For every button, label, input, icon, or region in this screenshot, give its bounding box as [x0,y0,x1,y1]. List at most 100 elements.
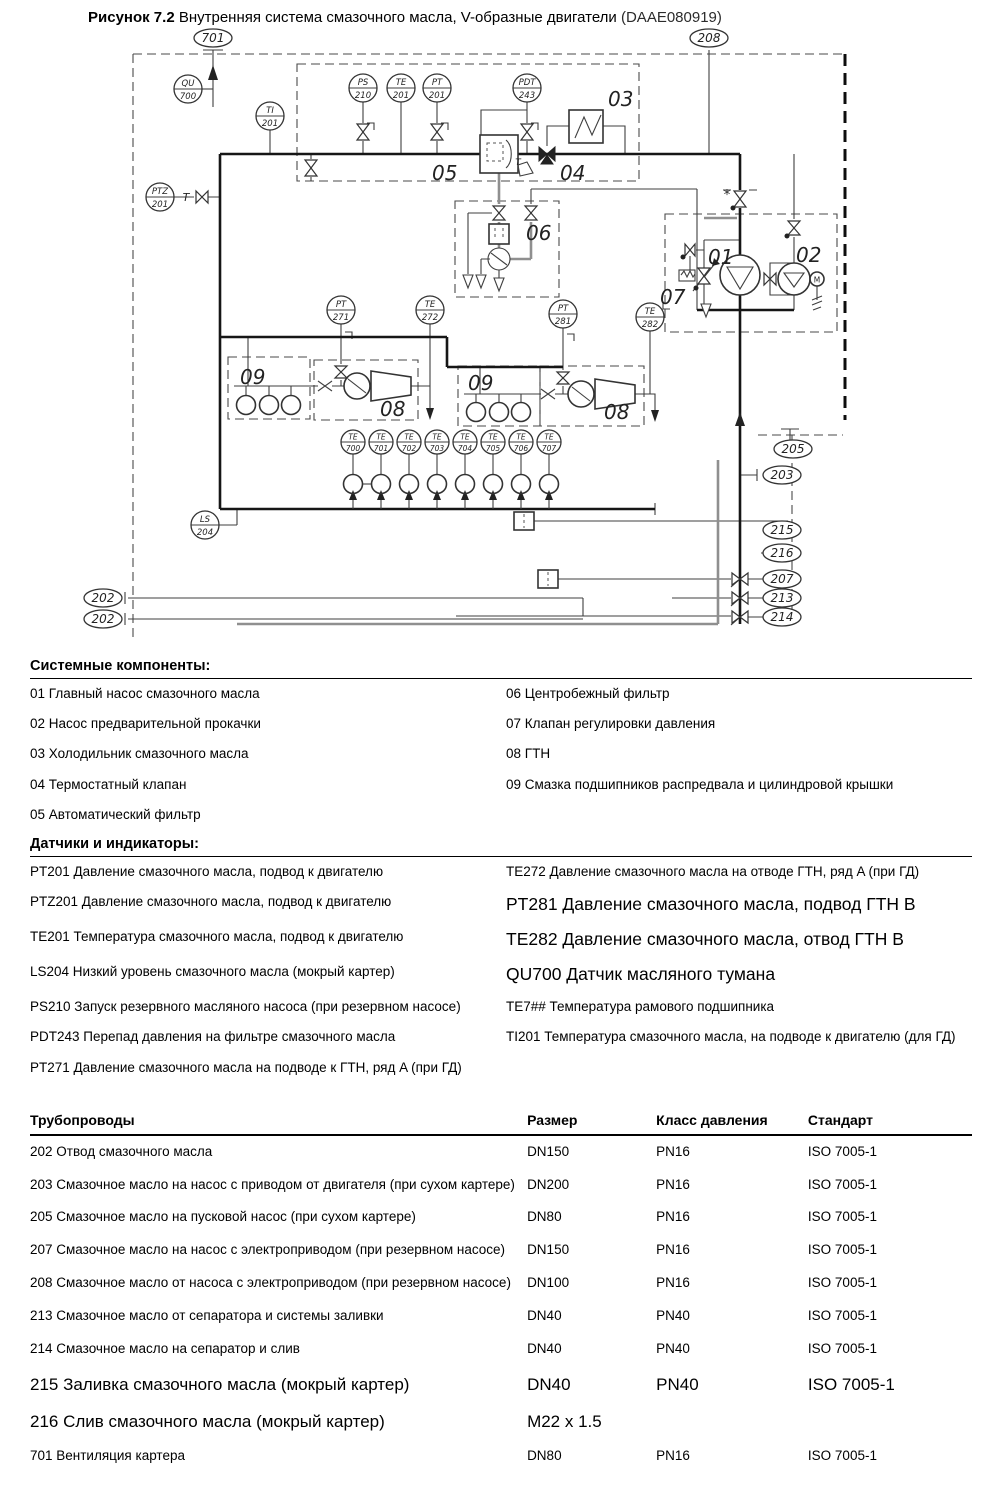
bearing-circle [538,473,560,495]
pipe-standard: ISO 7005-1 [807,1448,877,1464]
pipe-pressure-class: PN16 [656,1275,690,1291]
pipe-size: DN150 [527,1143,570,1159]
instrument-number: 210 [355,91,371,101]
pipe-name: 216 Слив смазочного масла (мокрый картер… [30,1412,385,1432]
instrument-id: PT [558,304,569,314]
valve-icon [429,123,445,141]
pipe-label-202: 202 [83,588,123,608]
pipe-name: 215 Заливка смазочного масла (мокрый кар… [30,1374,410,1394]
engine-boundary [132,53,847,637]
t-actuator-symbol: T [515,158,522,168]
suction-strainer-1 [513,511,535,531]
item-label-09: 09 [468,371,493,395]
instrument-number: 282 [642,320,658,330]
instrument-id: PT [336,300,347,310]
valve-icon [696,267,712,285]
instrument-PDT243: PDT243 [512,73,542,103]
centrifugal-filter-06 [487,223,511,271]
valve-state-dot [784,233,790,239]
pipe-name: 214 Смазочное масло на сепаратор и слив [30,1340,300,1356]
pipe-standard: ISO 7005-1 [807,1242,877,1258]
instrument-id: TI [266,106,274,116]
prelub-pump-02 [777,262,825,296]
pipe-size: M22 x 1.5 [527,1412,602,1432]
item-label-09: 09 [240,365,265,389]
instrument-id: QU [182,79,196,89]
instrument-number: 201 [152,200,168,210]
turbocharger-08-b [567,378,636,410]
instrument-id: TE [516,433,526,442]
suction-strainer-2 [537,569,559,589]
pipe-pressure-class: PN40 [656,1374,699,1394]
pipe-row: 203 Смазочное масло на насос с приводом … [30,1169,972,1202]
orifice-a [317,380,333,392]
instrument-number: 700 [346,444,361,453]
item-label-01: 01 [708,245,733,269]
valve-icon [519,123,535,141]
pipe-standard: ISO 7005-1 [807,1209,877,1225]
pipe-row: 207 Смазочное масло на насос с электропр… [30,1234,972,1267]
instrument-id: TE [404,433,414,442]
component-item: 06 Центробежный фильтр [506,686,670,701]
instrument-PS210: PS210 [348,73,378,103]
up-arrow [489,490,497,500]
sensors-section: Датчики и индикаторы: PT201 Давление сма… [30,836,972,1083]
flow-arrows [208,65,745,426]
pipe-size: DN40 [527,1340,562,1356]
valve-icon [731,609,749,625]
pipe-number: 216 [771,546,794,560]
sensor-item: PT271 Давление смазочного масла на подво… [30,1059,462,1075]
pipe-number: 207 [771,572,794,586]
valve-icon [684,242,696,258]
instrument-PTZ201: PTZ201 [145,182,175,212]
pipe-label-205: 205 [773,439,813,459]
pipe-name: 202 Отвод смазочного масла [30,1143,213,1159]
pipes-column-header: Класс давления [656,1106,808,1136]
star-symbol: * [724,188,731,203]
instrument-number: 201 [262,119,278,129]
pipe-row: 216 Слив смазочного масла (мокрый картер… [30,1403,972,1440]
pipe-standard: ISO 7005-1 [807,1143,877,1159]
bearing-circle [342,473,364,495]
pipe-size: DN200 [527,1176,570,1192]
pipe-pressure-class: PN16 [656,1242,690,1258]
bearing-circle [370,473,392,495]
instrument-TE282: TE282 [635,302,665,332]
pipe-size: DN150 [527,1242,570,1258]
valve-state-dot [693,285,699,291]
sensor-item: TE272 Давление смазочного масла на отвод… [506,863,920,879]
sensor-item: TI201 Температура смазочного масла, на п… [506,1029,956,1045]
item-label-02: 02 [796,243,821,267]
valve-icon [731,590,749,606]
pipe-size: DN40 [527,1308,562,1324]
instrument-id: PT [432,78,443,88]
component-item: 05 Автоматический фильтр [30,806,201,822]
sensor-item: TE201 Температура смазочного масла, подв… [30,929,404,945]
instrument-number: 204 [197,528,213,538]
figure-title: Рисунок 7.2 Внутренняя система смазочног… [0,0,1002,26]
pipe-lines-gray [237,173,737,626]
pipe-standard: ISO 7005-1 [807,1374,895,1394]
pipes-column-header: Стандарт [807,1106,972,1136]
component-item [506,800,972,830]
sensors-list: PT201 Давление смазочного масла, подвод … [30,857,972,1083]
main-pump-01 [719,254,761,296]
pipe-label-215: 215 [762,520,802,540]
pipe-pressure-class: PN40 [656,1340,690,1356]
pipes-column-header: Трубопроводы [30,1106,528,1136]
pipe-label-701: 701 [193,28,233,48]
pipe-lines-thin [124,49,823,626]
up-arrow [461,490,469,500]
instrument-number: 703 [430,444,445,453]
pipe-number: 213 [771,591,794,605]
symbol-texts: TT*M [183,158,821,285]
pipe-size: DN40 [527,1374,571,1394]
pipe-number: 202 [92,612,115,626]
sensor-item: PT201 Давление смазочного масла, подвод … [30,863,384,879]
pipe-standard: ISO 7005-1 [807,1308,877,1324]
